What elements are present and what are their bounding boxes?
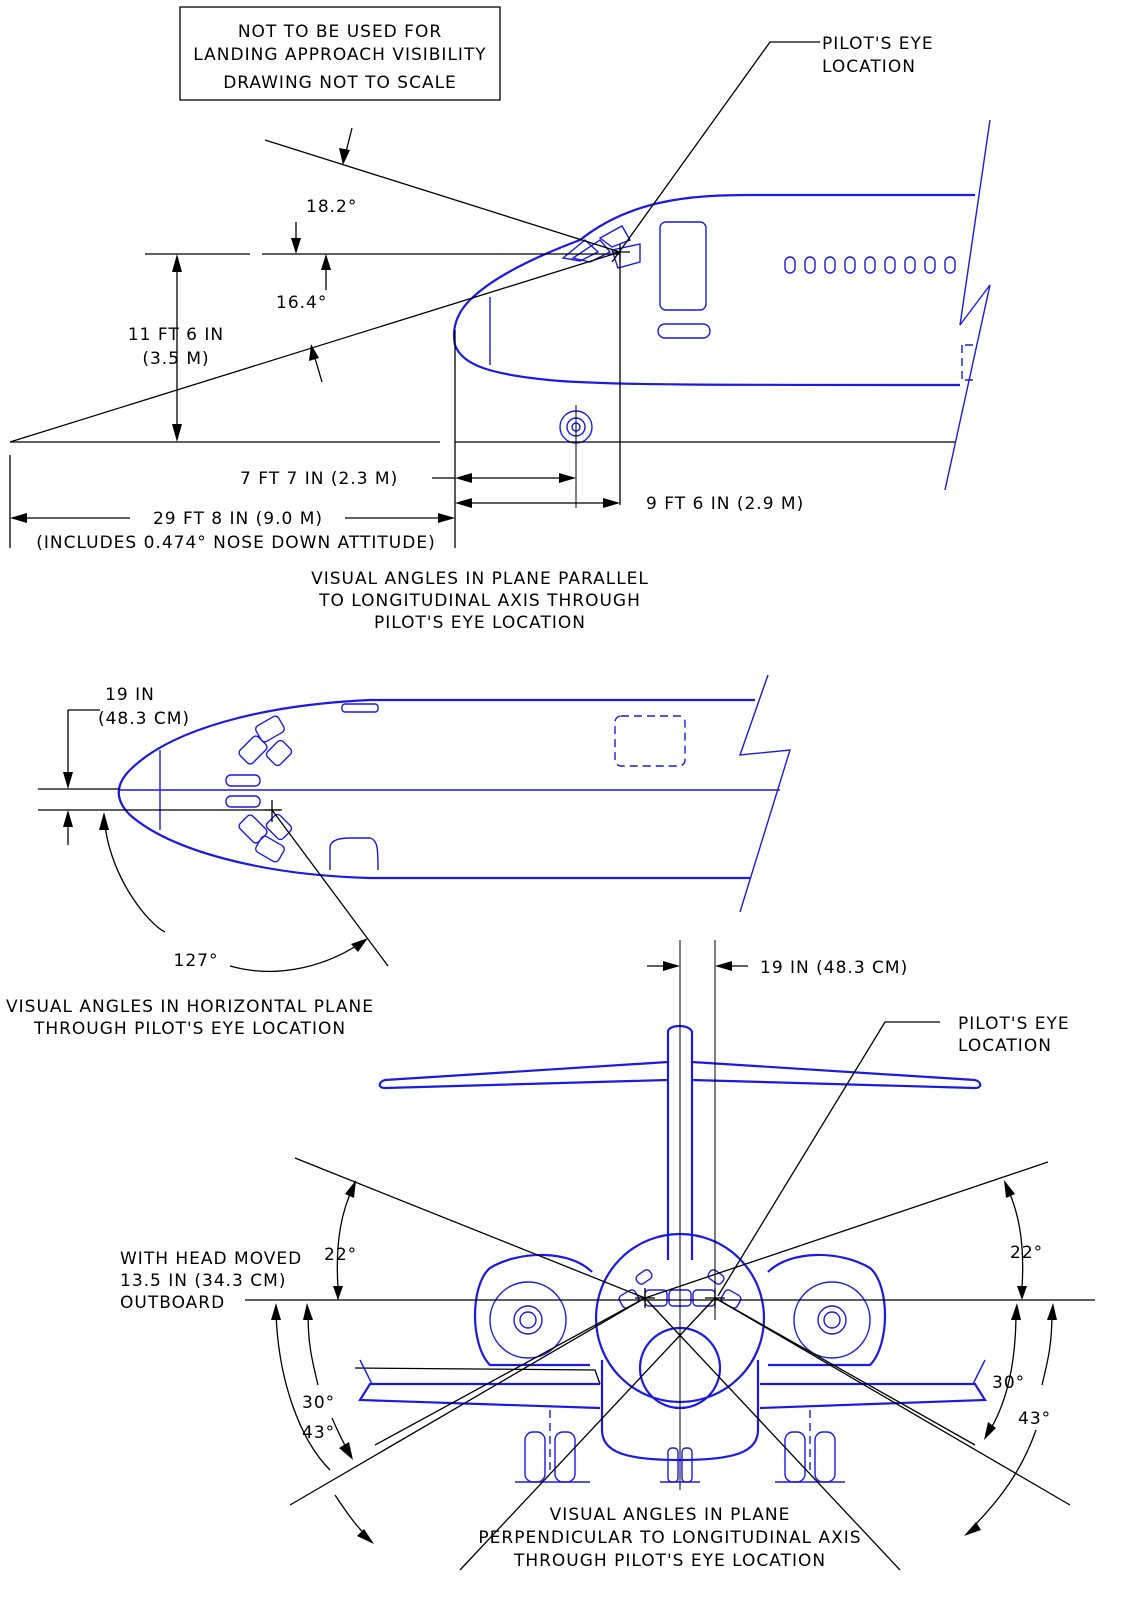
side-caption-1: VISUAL ANGLES IN PLANE PARALLEL <box>311 569 649 589</box>
side-dim-eye-label: 9 FT 6 IN (2.9 M) <box>646 494 804 514</box>
front-left-up-label: 22° <box>324 1245 357 1265</box>
front-head-label-2: 13.5 IN (34.3 CM) <box>120 1271 286 1291</box>
front-offset-label: 19 IN (48.3 CM) <box>760 958 908 978</box>
front-head-label-3: OUTBOARD <box>120 1293 225 1313</box>
front-pilot-eye-label-1: PILOT'S EYE <box>958 1014 1070 1034</box>
front-caption-1: VISUAL ANGLES IN PLANE <box>550 1505 791 1525</box>
note-box: NOT TO BE USED FOR LANDING APPROACH VISI… <box>179 6 501 101</box>
side-height-label-1: 11 FT 6 IN <box>128 325 224 345</box>
top-caption-2: THROUGH PILOT'S EYE LOCATION <box>33 1019 346 1039</box>
left-engine-icon <box>474 1253 593 1367</box>
top-offset-label-2: (48.3 CM) <box>98 709 190 729</box>
top-angle-label: 127° <box>174 951 219 971</box>
front-caption-2: PERPENDICULAR TO LONGITUDINAL AXIS <box>478 1528 861 1548</box>
side-sight-down <box>9 251 621 443</box>
side-dim-gear-label: 7 FT 7 IN (2.3 M) <box>240 469 398 489</box>
note-line-1: NOT TO BE USED FOR <box>238 22 442 42</box>
front-left-30-label: 30° <box>302 1393 335 1413</box>
note-line-3: DRAWING NOT TO SCALE <box>223 73 457 93</box>
side-caption-3: PILOT'S EYE LOCATION <box>374 613 586 633</box>
top-offset-label-1: 19 IN <box>105 685 155 705</box>
top-view: 19 IN (48.3 CM) 127° VISUAL ANGLES IN HO… <box>6 674 791 1039</box>
front-view: 19 IN (48.3 CM) PILOT'S EYE LOCATION WIT… <box>120 940 1095 1571</box>
side-caption-2: TO LONGITUDINAL AXIS THROUGH <box>318 591 641 611</box>
side-dim-ground-note: (INCLUDES 0.474° NOSE DOWN ATTITUDE) <box>36 533 435 553</box>
side-dim-ground-label: 29 FT 8 IN (9.0 M) <box>153 509 323 529</box>
front-left-wing <box>358 1382 601 1410</box>
top-fuselage-break <box>738 674 791 913</box>
front-tail <box>666 1024 694 1260</box>
side-angle-up-label: 18.2° <box>306 197 357 217</box>
front-stabilizer <box>378 1060 982 1090</box>
front-right-43-label: 43° <box>1018 1409 1051 1429</box>
side-fuselage-outline <box>452 193 975 387</box>
side-pilot-eye-label-2: LOCATION <box>822 57 916 77</box>
side-fuselage-break <box>944 119 991 491</box>
right-engine-icon <box>767 1253 886 1367</box>
note-line-2: LANDING APPROACH VISIBILITY <box>193 45 486 65</box>
side-angle-down-label: 16.4° <box>276 293 327 313</box>
side-pilot-eye-label-1: PILOT'S EYE <box>822 34 934 54</box>
side-sight-up <box>264 139 621 253</box>
front-left-43-label: 43° <box>302 1423 335 1443</box>
front-head-label-1: WITH HEAD MOVED <box>120 1249 302 1269</box>
top-caption-1: VISUAL ANGLES IN HORIZONTAL PLANE <box>6 997 374 1017</box>
front-right-30-label: 30° <box>992 1373 1025 1393</box>
side-height-label-2: (3.5 M) <box>142 349 209 369</box>
top-windshield <box>225 715 293 863</box>
top-fuselage-outline <box>117 698 755 880</box>
front-right-up-label: 22° <box>1010 1243 1043 1263</box>
front-pilot-eye-label-2: LOCATION <box>958 1036 1052 1056</box>
side-view: PILOT'S EYE LOCATION 18.2° 16.4° 11 FT 6… <box>9 34 991 633</box>
front-caption-3: THROUGH PILOT'S EYE LOCATION <box>513 1551 826 1571</box>
side-windows <box>784 256 956 274</box>
